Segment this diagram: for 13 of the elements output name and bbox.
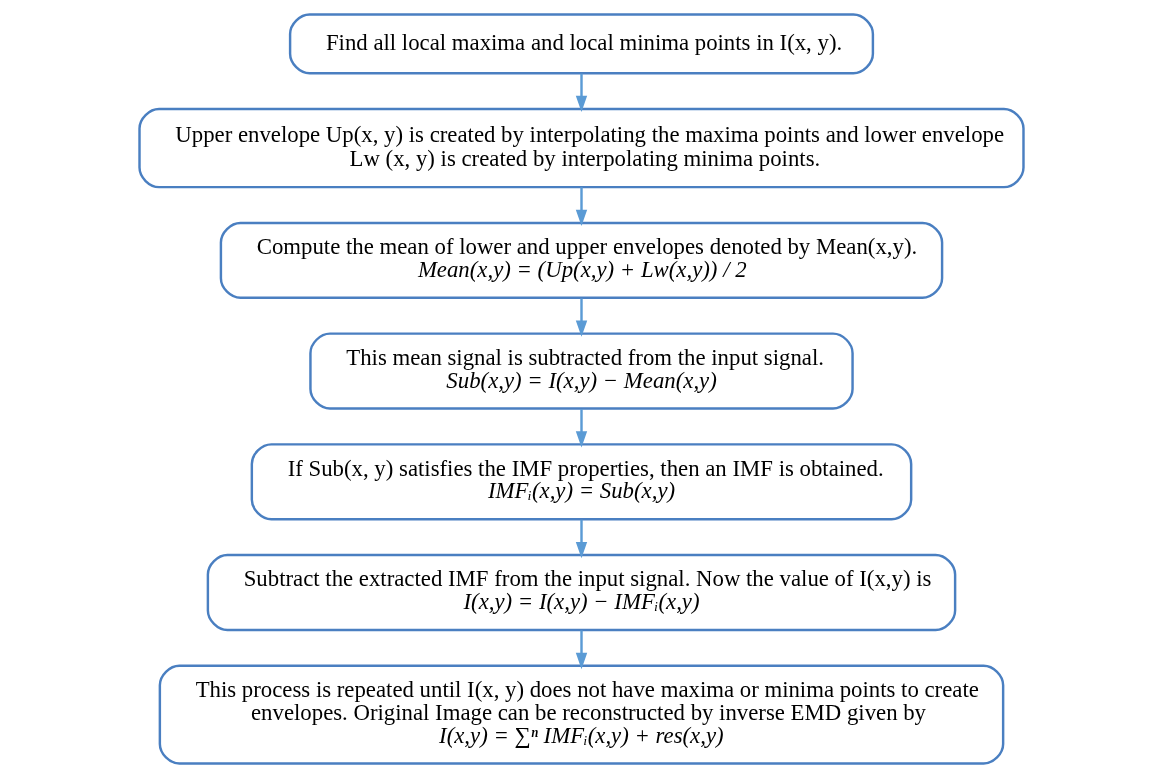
arrow xyxy=(575,409,588,448)
arrow xyxy=(575,630,588,670)
node-box: Compute the mean of lower and upper envelopes denoted by Mean(x,y). Mean(x,y) = (Up(x,y) + Lw(x,y)) / 2 xyxy=(219,221,944,300)
arrow xyxy=(575,519,588,559)
node-box: Upper envelope Up(x, y) is created by interpolating the maxima points and lower envelope Lw (x, y) is created by interpolating minima points. xyxy=(138,107,1025,189)
node-box: If Sub(x, y) satisfies the IMF properties, then an IMF is obtained. IMFᵢ(x,y) = Sub(x,y) xyxy=(250,443,913,521)
arrow xyxy=(575,298,588,337)
arrow xyxy=(575,187,588,226)
arrow xyxy=(575,73,588,112)
node-box: Subtract the extracted IMF from the input signal. Now the value of I(x,y) is I(x,y) = I(x,y) − IMFᵢ(x,y) xyxy=(206,553,957,632)
node-box: This mean signal is subtracted from the input signal. Sub(x,y) = I(x,y) − Mean(x,y) xyxy=(309,332,854,410)
node-box: This process is repeated until I(x, y) does not have maxima or minima points to create envelopes. Original Image can be reconstructed by inverse EMD given by I(x,y) = ∑ⁿ IMFᵢ(x,y) + res(x,y) xyxy=(158,664,1005,765)
node-box: Find all local maxima and local minima points in I(x, y). xyxy=(288,13,875,75)
